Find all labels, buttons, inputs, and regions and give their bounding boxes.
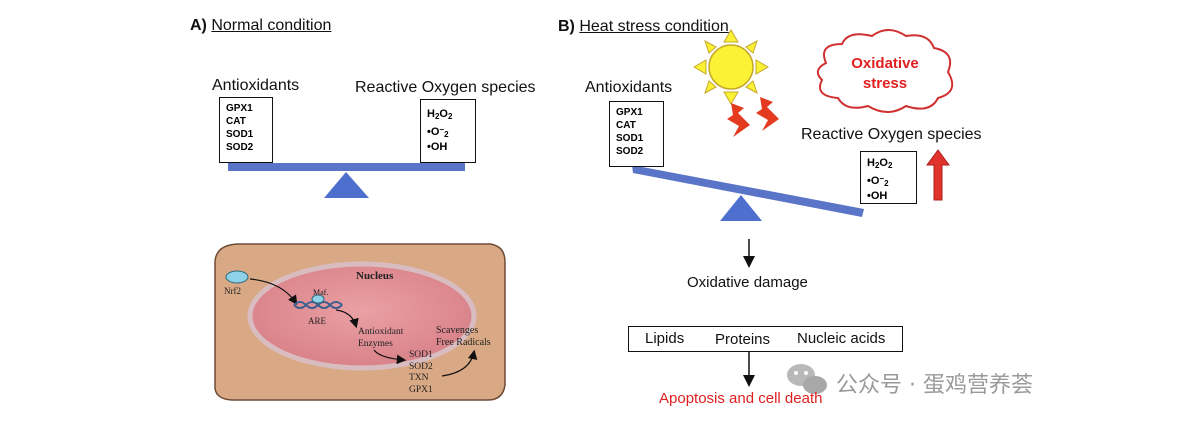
antioxidant-item: SOD2: [616, 146, 644, 157]
superoxide-formula: •O−2: [867, 174, 889, 188]
target-proteins: Proteins: [715, 331, 771, 348]
panel-a-title-text: Normal condition: [211, 17, 332, 34]
oxidative-damage-label: Oxidative damage: [687, 274, 808, 291]
h2o2-formula: H2O2: [867, 157, 893, 170]
dna-to-enzymes-arrow: [335, 309, 359, 329]
enzyme-list: SOD1 SOD2 TXN GPX1: [409, 350, 433, 396]
antioxidant-item: GPX1: [226, 103, 253, 114]
dna-helix: [293, 301, 343, 309]
panel-a-letter: A): [190, 17, 207, 34]
watermark-text: 公众号 · 蛋鸡营养荟: [836, 373, 1033, 398]
panel-b-title-text: Heat stress condition: [579, 18, 729, 35]
balance-beam-b: [632, 165, 864, 217]
wechat-icon: [787, 364, 827, 394]
oxidative-stress-cloud: [816, 29, 954, 113]
lightning-bolt-icon: [727, 103, 750, 137]
enzymes-to-list-arrow: [373, 349, 407, 365]
outcome-label: Apoptosis and cell death: [659, 390, 823, 407]
ros-box-b: H2O2 •O−2 •OH: [860, 151, 917, 204]
balance-beam-a: [228, 163, 465, 171]
antioxidants-box-a: GPX1 CAT SOD1 SOD2: [219, 97, 273, 163]
hydroxyl-formula: •OH: [867, 190, 888, 202]
ros-label-b: Reactive Oxygen species: [801, 126, 982, 143]
maf-protein: [311, 294, 325, 304]
antioxidants-box-b: GPX1 CAT SOD1 SOD2: [609, 101, 664, 167]
nucleus-label: Nucleus: [356, 270, 394, 282]
nucleus: [247, 261, 477, 371]
antioxidant-enzymes-label: Antioxidant Enzymes: [358, 327, 404, 349]
target-nucleic-acids: Nucleic acids: [797, 330, 886, 347]
antioxidant-item: SOD1: [616, 133, 644, 144]
sun-icon: [693, 29, 769, 105]
nrf2-label: Nrf2: [224, 286, 241, 296]
antioxidant-item: CAT: [226, 116, 246, 127]
h2o2-formula: H2O2: [427, 108, 453, 121]
list-to-scavenges-arrow: [441, 349, 478, 377]
nrf2-protein: [225, 270, 249, 284]
scavenges-label: Scavenges Free Radicals: [436, 325, 491, 348]
antioxidant-item: SOD1: [226, 129, 254, 140]
fulcrum-b: [720, 195, 762, 221]
antioxidant-item: CAT: [616, 120, 636, 131]
enzyme-item: SOD1: [409, 350, 433, 360]
ros-increase-arrow: [926, 149, 950, 201]
superoxide-formula: •O−2: [427, 125, 449, 139]
target-lipids: Lipids: [645, 330, 685, 347]
damage-targets-box: [628, 326, 903, 352]
antioxidants-label-a: Antioxidants: [212, 77, 300, 94]
antioxidants-label-b: Antioxidants: [585, 79, 673, 96]
lightning-bolt-icon: [756, 97, 779, 131]
enzyme-item: GPX1: [409, 384, 433, 395]
hydroxyl-formula: •OH: [427, 141, 448, 153]
enzyme-item: TXN: [409, 373, 429, 383]
panel-a-title: A) Normal condition: [190, 17, 331, 35]
oxidative-stress-text: Oxidative stress: [851, 55, 919, 92]
antioxidant-item: SOD2: [226, 142, 254, 153]
ros-box-a: H2O2 •O−2 •OH: [420, 99, 476, 163]
enzyme-item: SOD2: [409, 361, 433, 372]
ros-label-a: Reactive Oxygen species: [355, 79, 536, 96]
maf-label: Maf.: [313, 288, 329, 297]
are-label: ARE: [308, 316, 326, 326]
panel-b-title: B) Heat stress condition: [558, 18, 729, 36]
panel-b-letter: B): [558, 18, 575, 35]
antioxidant-item: GPX1: [616, 107, 643, 118]
nrf2-to-dna-arrow: [249, 278, 298, 305]
fulcrum-a: [324, 172, 369, 198]
